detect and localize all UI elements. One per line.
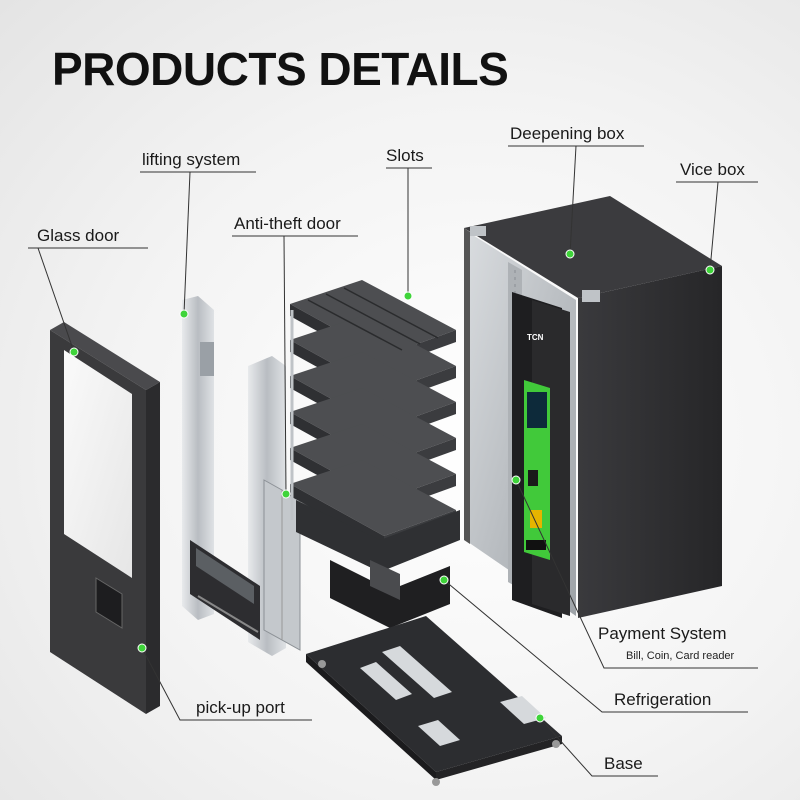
base-cutout [418,720,460,746]
label-lifting-system: lifting system [142,150,241,169]
leader-payment-system [515,479,758,669]
dot-slots [403,291,413,301]
base-edge-right [436,736,562,780]
dot-base [535,713,545,723]
cabinet-frame-left [464,228,470,544]
label-anti-theft-door: Anti-theft door [234,214,341,233]
base-edge [306,654,436,780]
glass-door [50,322,160,714]
lift-bracket [200,342,214,376]
brand-logo: TCN [527,333,544,342]
leader-lifting-system-pointer [183,171,191,315]
dot-glass-door [69,347,79,357]
refrigeration-unit [296,500,460,628]
cabinet-hinge [582,290,600,302]
base-plate [306,616,562,786]
base-foot [432,778,440,786]
label-pickup-port: pick-up port [196,698,285,717]
refrig-compressor [370,560,400,600]
leader-anti-theft-pointer [283,235,287,495]
callout-dots [69,249,715,723]
dot-vice-box [705,265,715,275]
leader-lines [28,145,758,777]
base-foot [318,660,326,668]
lift-carriage-plate [196,548,254,604]
cabinet-top [464,196,722,298]
label-vice-box: Vice box [680,160,745,179]
leader-glass-door-pointer [37,247,75,353]
label-base: Base [604,754,643,773]
base-cutout [360,662,412,700]
leader-refrigeration [443,579,748,713]
leader-pickup-port [141,647,312,721]
glass-door-pane [64,350,132,578]
cabinet: TCN [464,196,722,618]
pickup-port-opening [95,577,123,629]
leader-deepening-box-pointer [569,145,577,255]
leader-vice-box-pointer [709,181,719,271]
page-title: PRODUCTS DETAILS [52,43,509,95]
label-glass-door: Glass door [37,226,120,245]
anti-theft-door [263,479,301,651]
coin-slot [530,510,542,528]
glass-door-edge [146,382,160,714]
dot-refrigeration [439,575,449,585]
leader-base [539,717,658,777]
label-slots: Slots [386,146,424,165]
dot-pickup-port [137,643,147,653]
dot-deepening-box [565,249,575,259]
glass-door-top [50,322,160,390]
base-cutout [382,646,452,698]
label-deepening-box: Deepening box [510,124,625,143]
slot-trays [290,280,456,548]
payment-screen [527,392,547,428]
bill-slot [526,540,546,550]
base-foot [552,740,560,748]
base-cutout [500,696,546,724]
payment-keypad [528,470,538,486]
cabinet-hinge-top [470,226,486,236]
slot-dividers [307,287,439,351]
lift-rail-left [182,296,214,620]
label-payment-system: Payment System [598,624,727,643]
lift-belt [197,595,259,633]
dot-payment-system [511,475,521,485]
dot-anti-theft [281,489,291,499]
label-payment-detail: Bill, Coin, Card reader [626,650,735,662]
label-refrigeration: Refrigeration [614,690,712,709]
dot-lifting-system [179,309,189,319]
refrig-top [296,500,460,572]
cabinet-side [578,266,722,618]
